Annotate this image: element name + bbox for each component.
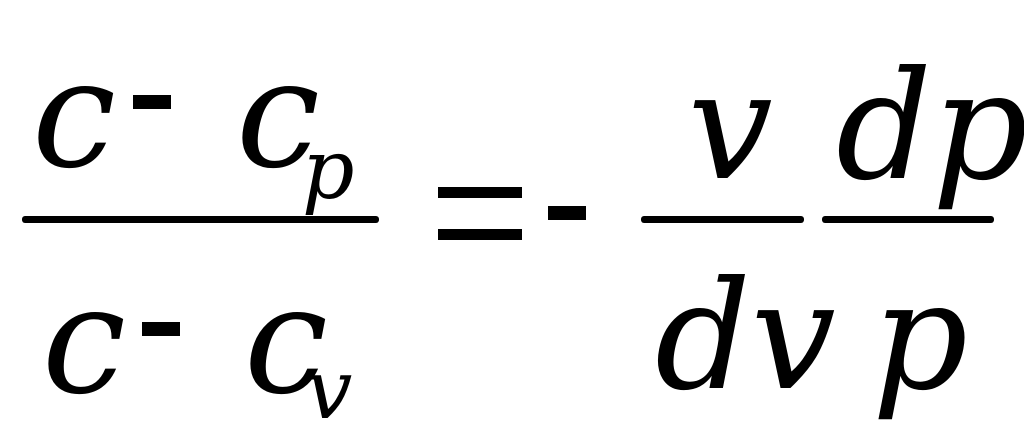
rhs2-num-dp: dp bbox=[836, 40, 1024, 214]
lhs-den-subscript-v: v bbox=[306, 343, 353, 438]
rhs1-fraction-bar bbox=[641, 216, 804, 223]
equals-sign-bottom bbox=[438, 229, 522, 240]
rhs1-den-dv: dv bbox=[655, 250, 836, 424]
rhs2-fraction-bar bbox=[822, 216, 994, 223]
lhs-num-subscript-p: p bbox=[302, 123, 355, 218]
rhs2-den-p: p bbox=[872, 250, 969, 424]
lhs-num-minus bbox=[133, 95, 171, 109]
negative-sign bbox=[548, 206, 586, 220]
lhs-den-c1: c bbox=[42, 254, 127, 428]
lhs-fraction-bar bbox=[22, 216, 379, 223]
lhs-den-c2: c bbox=[244, 254, 329, 428]
equals-sign-top bbox=[438, 187, 522, 198]
rhs1-num-v: v bbox=[688, 40, 773, 214]
lhs-den-minus bbox=[142, 322, 180, 336]
lhs-num-c1: c bbox=[32, 28, 117, 202]
lhs-num-c2: c bbox=[236, 28, 321, 202]
